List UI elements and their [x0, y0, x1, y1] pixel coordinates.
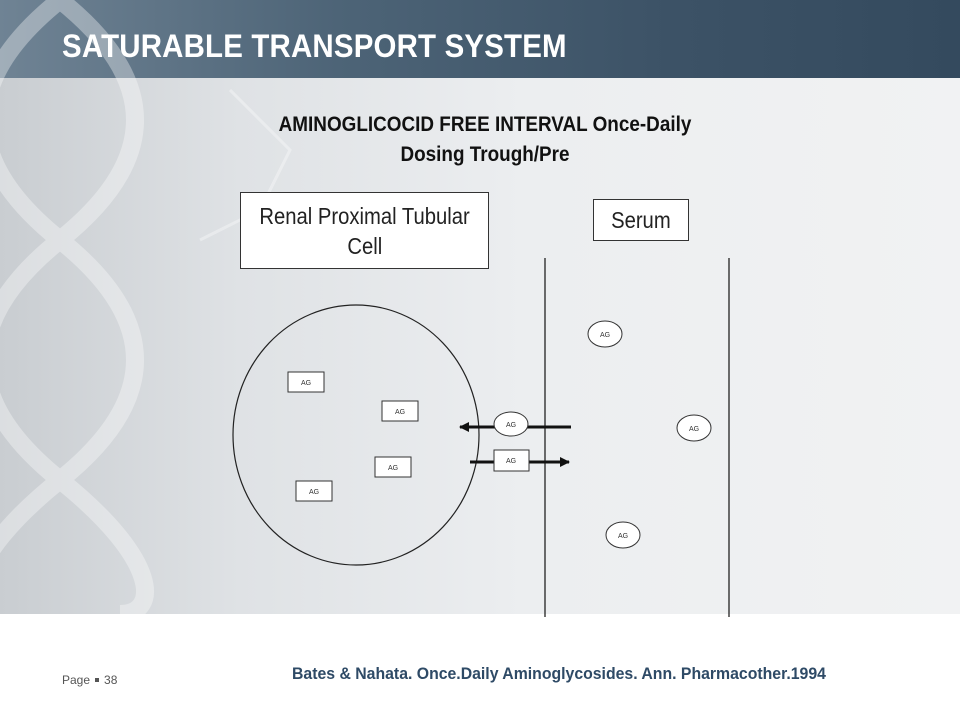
ag-label: AG	[689, 426, 699, 433]
ag-molecule-serum-2: AG	[676, 414, 712, 442]
subtitle-line-1: AMINOGLICOCID FREE INTERVAL Once-Daily	[278, 113, 692, 136]
renal-cell-label-box: Renal Proximal Tubular Cell	[240, 192, 489, 269]
ag-molecule-membrane-efflux: AG	[493, 411, 529, 437]
renal-label-line-1: Renal Proximal Tubular	[259, 203, 470, 229]
content-band	[0, 78, 960, 614]
ag-molecule-serum-3: AG	[605, 521, 641, 549]
ag-label: AG	[600, 332, 610, 339]
ag-molecule-cell-4: AG	[295, 480, 333, 502]
ag-label: AG	[301, 380, 311, 387]
ag-label: AG	[506, 458, 516, 465]
page-label: Page	[62, 673, 91, 687]
ag-molecule-membrane-uptake: AG	[493, 449, 530, 472]
citation: Bates & Nahata. Once.Daily Aminoglycosid…	[292, 664, 826, 683]
ag-label: AG	[506, 422, 516, 429]
ag-molecule-serum-1: AG	[587, 320, 623, 348]
ag-label: AG	[388, 465, 398, 472]
serum-label: Serum	[611, 207, 671, 233]
renal-label-line-2: Cell	[347, 233, 382, 259]
bullet-icon	[95, 677, 100, 682]
ag-label: AG	[309, 489, 319, 496]
ag-molecule-cell-1: AG	[287, 371, 325, 393]
tubular-cell-outline	[232, 304, 480, 566]
ag-label: AG	[618, 533, 628, 540]
diagram-subtitle: AMINOGLICOCID FREE INTERVAL Once-Daily D…	[229, 110, 742, 170]
subtitle-line-2: Dosing Trough/Pre	[400, 143, 570, 166]
slide-title: SATURABLE TRANSPORT SYSTEM	[62, 28, 567, 64]
serum-label-box: Serum	[593, 199, 689, 241]
page-number: Page 38	[62, 673, 117, 687]
ag-molecule-cell-3: AG	[374, 456, 412, 478]
page-number-value: 38	[104, 673, 118, 687]
header-band	[0, 0, 960, 78]
ag-molecule-cell-2: AG	[381, 400, 419, 422]
ag-label: AG	[395, 409, 405, 416]
